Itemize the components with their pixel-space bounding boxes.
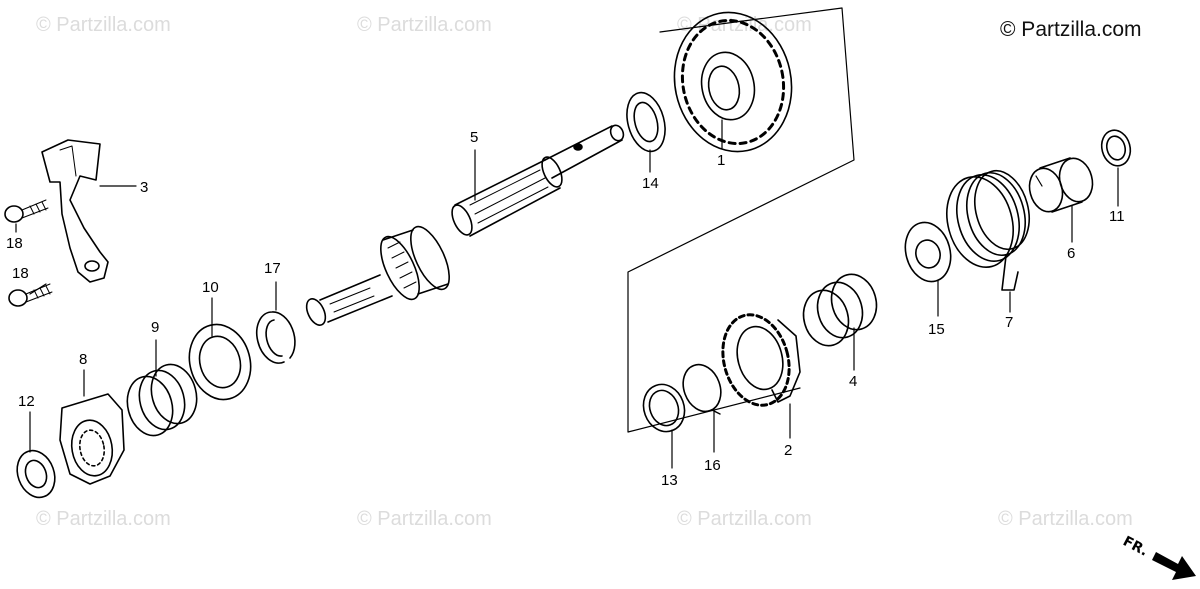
leader-lines [15,119,1119,469]
callout-14: 14 [642,175,659,192]
callout-5: 5 [470,129,478,146]
callout-13: 13 [661,472,678,489]
callout-18-upper: 18 [6,235,23,252]
watermark: © Partzilla.com [357,508,492,530]
copyright-label: © Partzilla.com [1000,18,1142,41]
callout-4: 4 [849,373,857,390]
watermark: © Partzilla.com [36,508,171,530]
ring-part-16 [682,363,722,415]
front-direction-indicator: FR. [1120,533,1196,580]
callout-1: 1 [717,152,725,169]
watermark: © Partzilla.com [998,508,1133,530]
washer-part-12 [16,449,56,499]
washer-part-10 [188,323,252,401]
bolt-part-18-lower [8,283,53,307]
gear-part-1 [673,11,793,153]
callout-18-lower: 18 [12,265,29,282]
main-shaft [305,124,625,326]
kick-gear-part-2 [721,313,801,407]
callout-2: 2 [784,442,792,459]
spring-part-4 [802,273,878,347]
ring-part-11 [1100,129,1132,167]
callout-7: 7 [1005,314,1013,331]
assembly-outline [627,7,855,433]
watermark: © Partzilla.com [357,14,492,36]
front-label: FR. [1120,533,1150,559]
callout-16: 16 [704,457,721,474]
callout-15: 15 [928,321,945,338]
spring-part-9 [126,363,198,437]
ratchet-part-8 [59,393,125,485]
callout-8: 8 [79,351,87,368]
callout-11: 11 [1109,208,1125,225]
callout-9: 9 [151,319,159,336]
circlip-part-17 [255,311,296,364]
washer-part-14 [626,91,666,153]
watermark: © Partzilla.com [677,508,812,530]
callout-10: 10 [202,279,219,296]
bolt-part-18-upper [4,199,49,223]
callout-12: 12 [18,393,35,410]
callout-17: 17 [264,260,281,277]
callout-3: 3 [140,179,148,196]
washer-part-15 [904,221,952,283]
watermark: © Partzilla.com [36,14,171,36]
torsion-spring-part-7 [946,169,1030,291]
collar-part-6 [1028,157,1094,213]
callout-6: 6 [1067,245,1075,262]
arrow-right-down-icon [1152,552,1196,580]
arm-part-3 [41,139,109,283]
